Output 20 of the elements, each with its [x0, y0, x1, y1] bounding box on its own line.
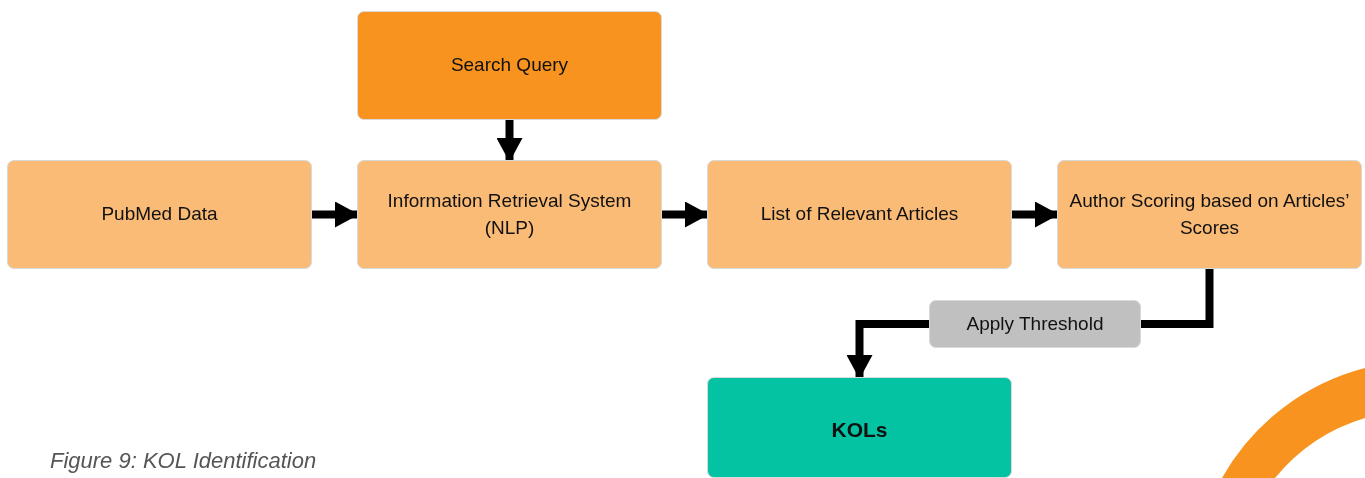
process-box [1057, 160, 1362, 269]
node-label: PubMed Data [101, 202, 218, 227]
process-box [7, 160, 312, 269]
node-label: Search Query [450, 53, 569, 78]
process-box [357, 11, 662, 120]
arrow [496, 120, 523, 162]
node-label: Information Retrieval System (NLP) [386, 188, 633, 240]
arrow [1012, 201, 1059, 228]
process-box [357, 160, 662, 269]
node-label: Apply Threshold [966, 311, 1104, 336]
arrow [846, 320, 929, 379]
result-box [707, 377, 1012, 478]
process-box [707, 160, 1012, 269]
node-label: KOLs [831, 417, 888, 443]
threshold-box [929, 300, 1141, 348]
arrow [662, 201, 709, 228]
node-label: Author Scoring based on Articles’ Scores [1068, 188, 1351, 240]
node-label: List of Relevant Articles [760, 202, 959, 227]
arrow [312, 201, 359, 228]
figure-caption: Figure 9: KOL Identification [50, 448, 317, 474]
